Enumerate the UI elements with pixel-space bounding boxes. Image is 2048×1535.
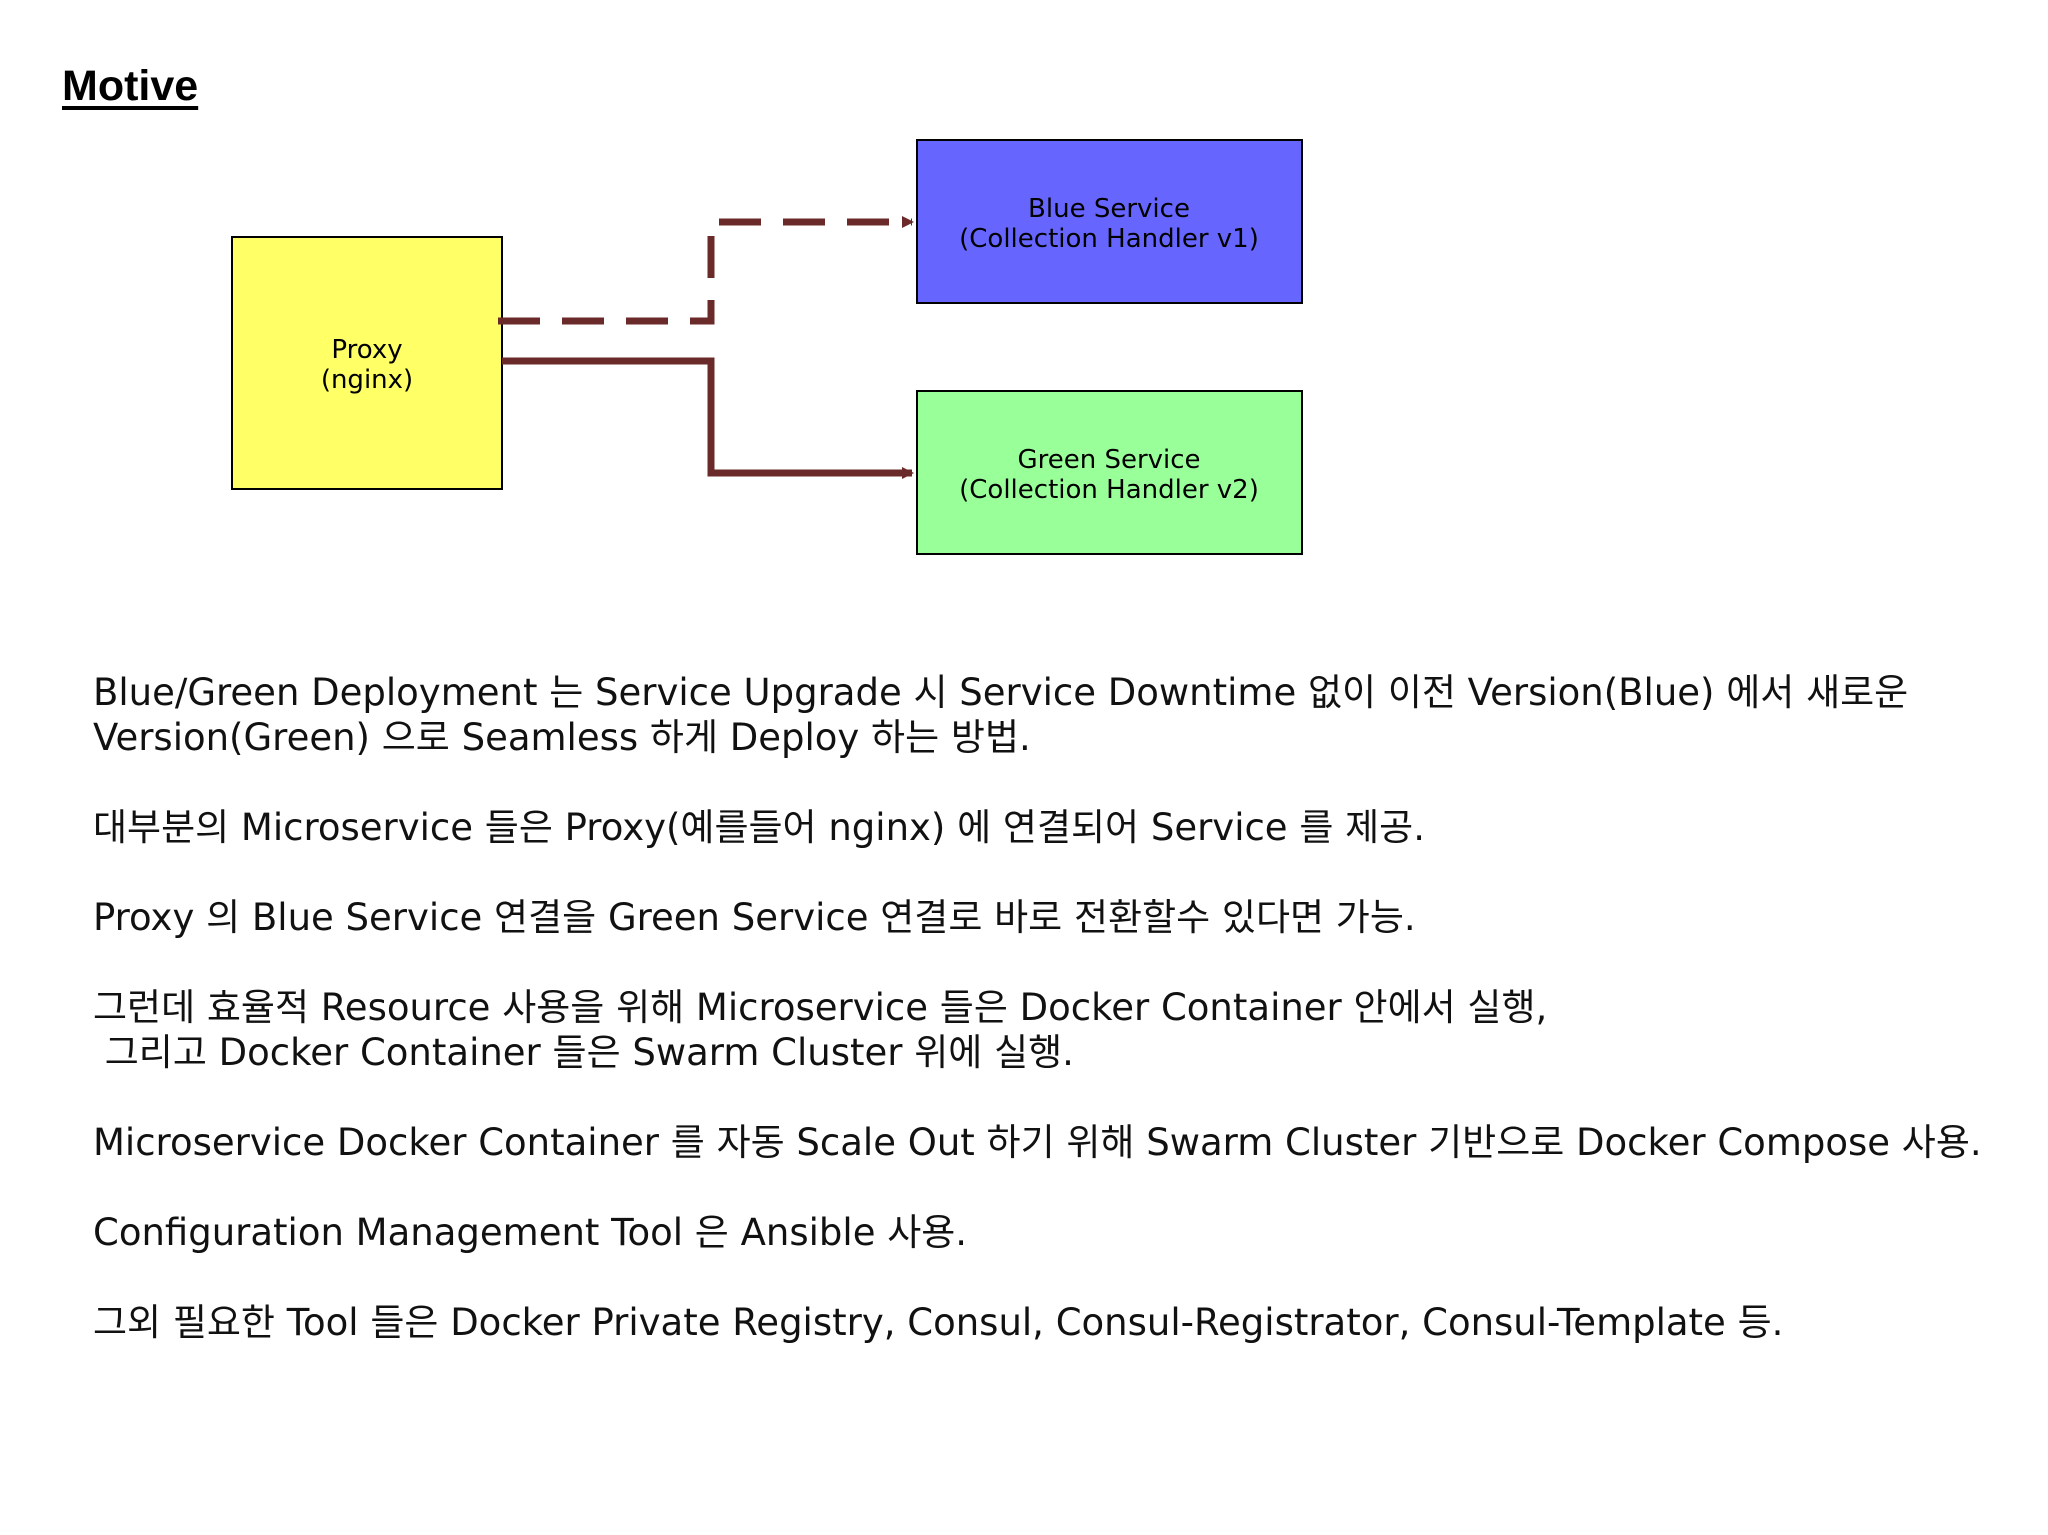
- solid-connector-to-green: [502, 357, 914, 479]
- paragraph-blue-green-definition: Blue/Green Deployment 는 Service Upgrade …: [93, 671, 1920, 759]
- slide-title: Motive: [62, 62, 199, 110]
- green-service-label-line1: Green Service: [1017, 445, 1200, 475]
- dashed-connector-to-blue: [498, 216, 914, 325]
- blue-service-label-line1: Blue Service: [1028, 194, 1190, 224]
- paragraph-microservices-proxy: 대부분의 Microservice 들은 Proxy(예를들어 nginx) 에…: [93, 806, 1425, 849]
- body-text: Blue/Green Deployment 는 Service Upgrade …: [93, 670, 1983, 1390]
- deployment-diagram: Proxy (nginx) Blue Service (Collection H…: [231, 139, 1303, 555]
- blue-service-label-line2: (Collection Handler v1): [959, 224, 1259, 254]
- proxy-box: [231, 236, 503, 490]
- blue-service-box: [916, 139, 1303, 304]
- green-service-node: Green Service (Collection Handler v2): [916, 390, 1303, 555]
- paragraph-other-tools: 그외 필요한 Tool 들은 Docker Private Registry, …: [93, 1301, 1784, 1344]
- paragraph-proxy-switch: Proxy 의 Blue Service 연결을 Green Service 연…: [93, 896, 1416, 939]
- green-service-label-line2: (Collection Handler v2): [959, 475, 1259, 505]
- green-service-box: [916, 390, 1303, 555]
- proxy-node: Proxy (nginx): [231, 236, 503, 490]
- proxy-label-line2: (nginx): [321, 365, 413, 395]
- paragraph-docker-swarm: 그런데 효율적 Resource 사용을 위해 Microservice 들은 …: [93, 986, 1548, 1074]
- paragraph-ansible: Configuration Management Tool 은 Ansible …: [93, 1211, 968, 1254]
- proxy-label-line1: Proxy: [331, 335, 402, 365]
- paragraph-docker-compose: Microservice Docker Container 를 자동 Scale…: [93, 1121, 1982, 1164]
- blue-service-node: Blue Service (Collection Handler v1): [916, 139, 1303, 304]
